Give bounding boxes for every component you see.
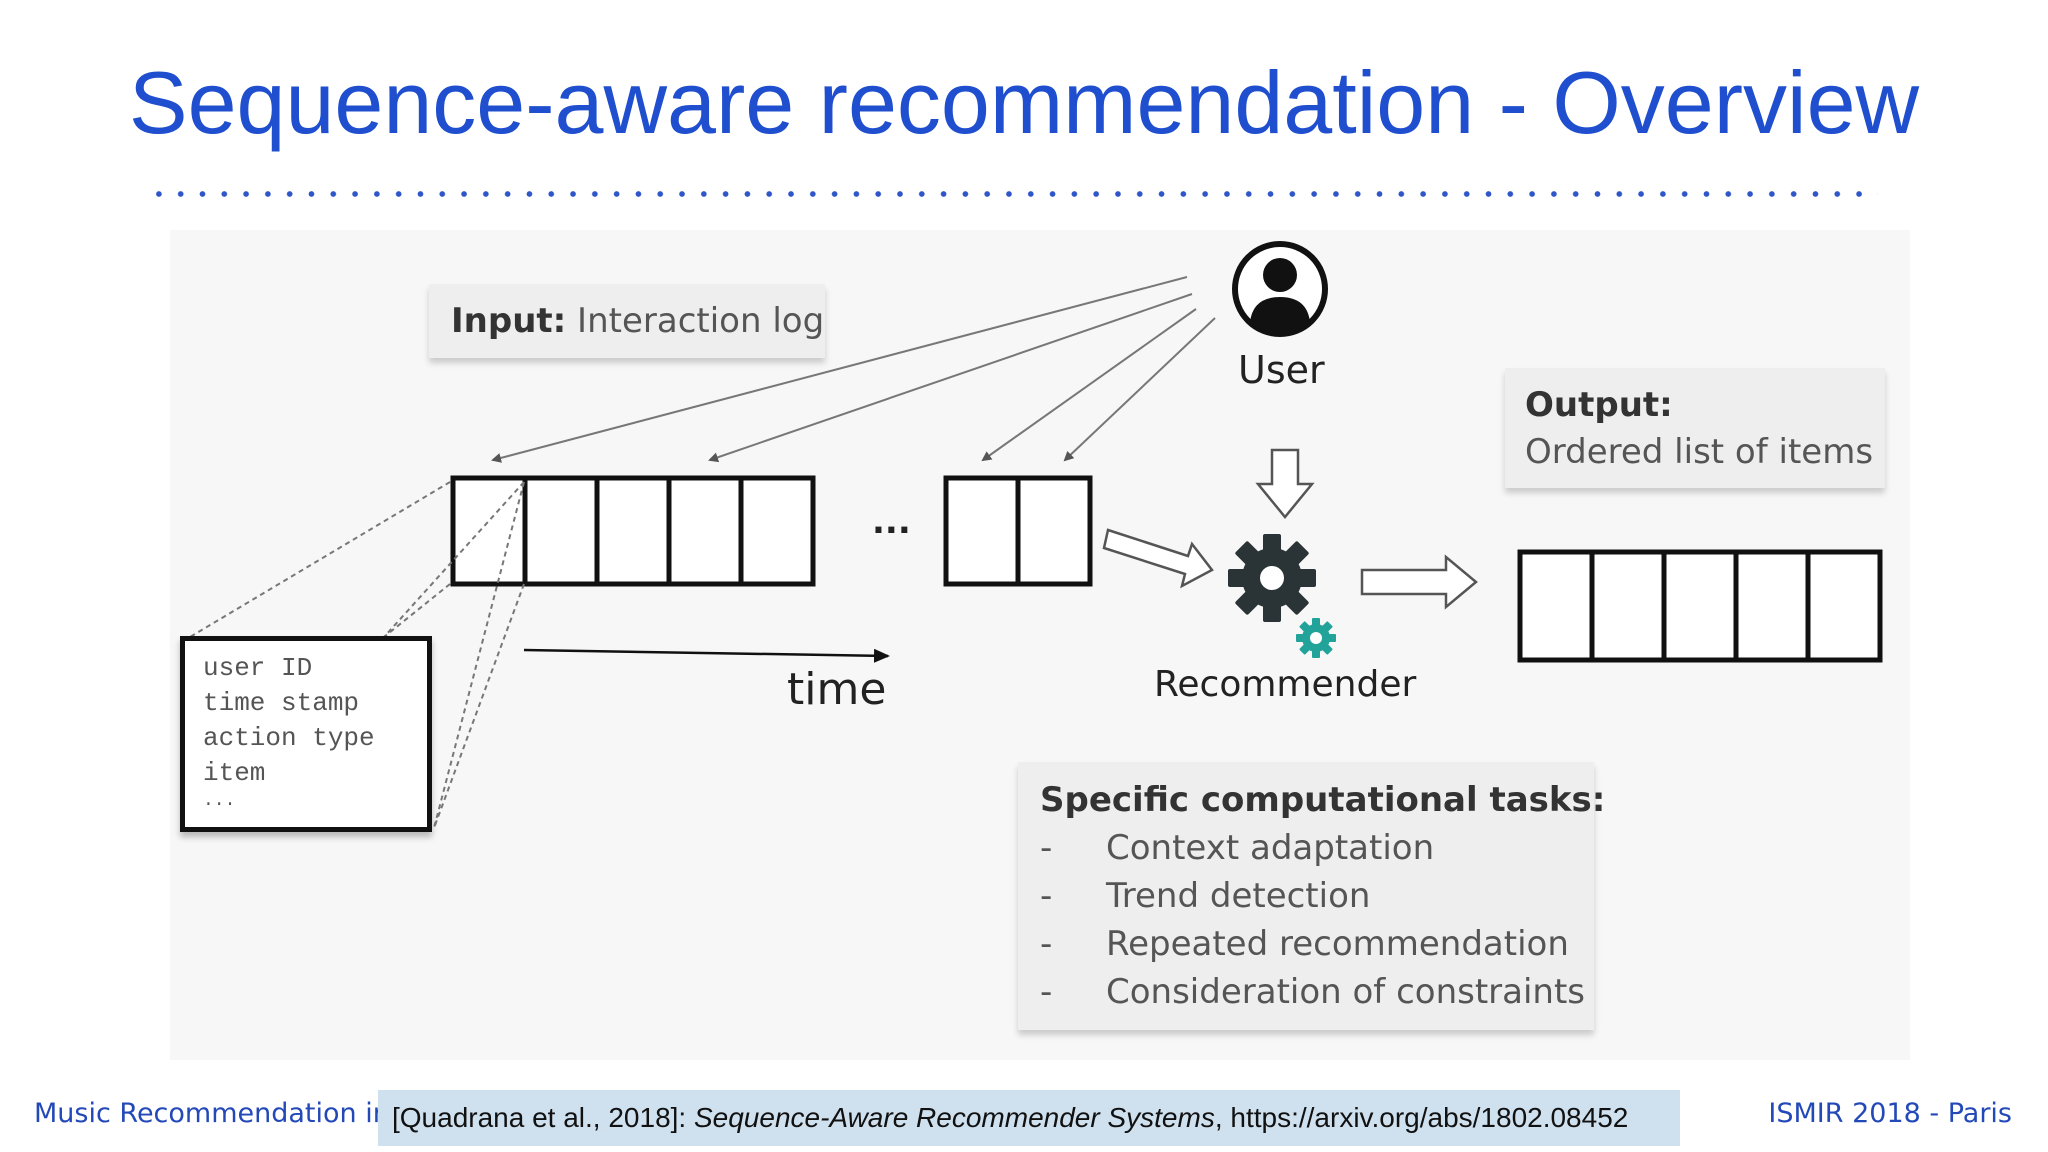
zoom-line-4 bbox=[433, 583, 525, 829]
recommender-label: Recommender bbox=[1154, 664, 1417, 705]
interaction-sequence bbox=[450, 475, 1093, 587]
field-item: item bbox=[203, 758, 266, 788]
input-label-bold: Input: bbox=[451, 301, 567, 341]
down-arrow-icon bbox=[1255, 448, 1315, 519]
user-icon bbox=[1232, 241, 1328, 337]
task-dash: - bbox=[1040, 876, 1053, 916]
task-text: Repeated recommendation bbox=[1106, 924, 1569, 964]
user-label: User bbox=[1238, 348, 1325, 392]
zoom-line-5 bbox=[433, 481, 525, 829]
field-user-id: user ID bbox=[203, 653, 313, 683]
sequence-ellipsis: ... bbox=[872, 502, 911, 542]
task-item: - Consideration of constraints bbox=[1040, 968, 1594, 1016]
task-item: - Repeated recommendation bbox=[1040, 920, 1594, 968]
output-arrow-icon bbox=[1360, 554, 1478, 610]
gear-icon bbox=[1228, 534, 1316, 622]
output-label-text: Ordered list of items bbox=[1525, 432, 1874, 472]
task-item: - Context adaptation bbox=[1040, 824, 1594, 872]
field-time-stamp: time stamp bbox=[203, 688, 360, 718]
title-divider bbox=[148, 190, 1878, 198]
time-label: time bbox=[787, 664, 887, 715]
output-label-card: Output: Ordered list of items bbox=[1505, 368, 1885, 488]
task-item: - Trend detection bbox=[1040, 872, 1594, 920]
input-label-card: Input: Interaction log bbox=[429, 284, 825, 358]
footer-left-text: Music Recommendation in bbox=[34, 1098, 390, 1129]
record-fields-box: user ID time stamp action type item ... bbox=[180, 636, 432, 832]
zoom-line-1 bbox=[189, 481, 451, 638]
field-action-type: action type bbox=[203, 723, 375, 753]
task-dash: - bbox=[1040, 924, 1053, 964]
task-text: Context adaptation bbox=[1106, 828, 1435, 868]
output-label-bold: Output: bbox=[1525, 385, 1673, 425]
input-arrow-icon bbox=[1102, 528, 1214, 589]
zoom-line-3 bbox=[383, 583, 451, 638]
task-dash: - bbox=[1040, 972, 1053, 1012]
slide-title: Sequence-aware recommendation - Overview bbox=[128, 53, 1920, 152]
reference-suffix: , https://arxiv.org/abs/1802.08452 bbox=[1214, 1102, 1629, 1133]
user-arrow-4 bbox=[1063, 317, 1216, 462]
task-text: Consideration of constraints bbox=[1106, 972, 1586, 1012]
reference-prefix: [Quadrana et al., 2018]: bbox=[392, 1102, 694, 1133]
zoom-line-2 bbox=[383, 481, 525, 638]
small-gear-icon bbox=[1296, 618, 1336, 658]
user-arrow-3 bbox=[981, 308, 1197, 462]
user-arrow-1 bbox=[491, 276, 1188, 463]
tasks-card: Specific computational tasks: - Context a… bbox=[1018, 762, 1605, 1030]
tasks-heading: Specific computational tasks: bbox=[1040, 780, 1606, 820]
field-more: ... bbox=[203, 791, 236, 811]
reference-citation: [Quadrana et al., 2018]: Sequence-Aware … bbox=[378, 1090, 1680, 1146]
footer-right-text: ISMIR 2018 - Paris bbox=[1768, 1098, 2012, 1129]
time-arrow bbox=[523, 648, 890, 663]
task-dash: - bbox=[1040, 828, 1053, 868]
input-label-text: Interaction log bbox=[566, 301, 825, 341]
task-text: Trend detection bbox=[1106, 876, 1371, 916]
output-list bbox=[1517, 549, 1883, 663]
reference-title: Sequence-Aware Recommender Systems bbox=[693, 1102, 1215, 1133]
user-arrow-2 bbox=[708, 293, 1193, 463]
